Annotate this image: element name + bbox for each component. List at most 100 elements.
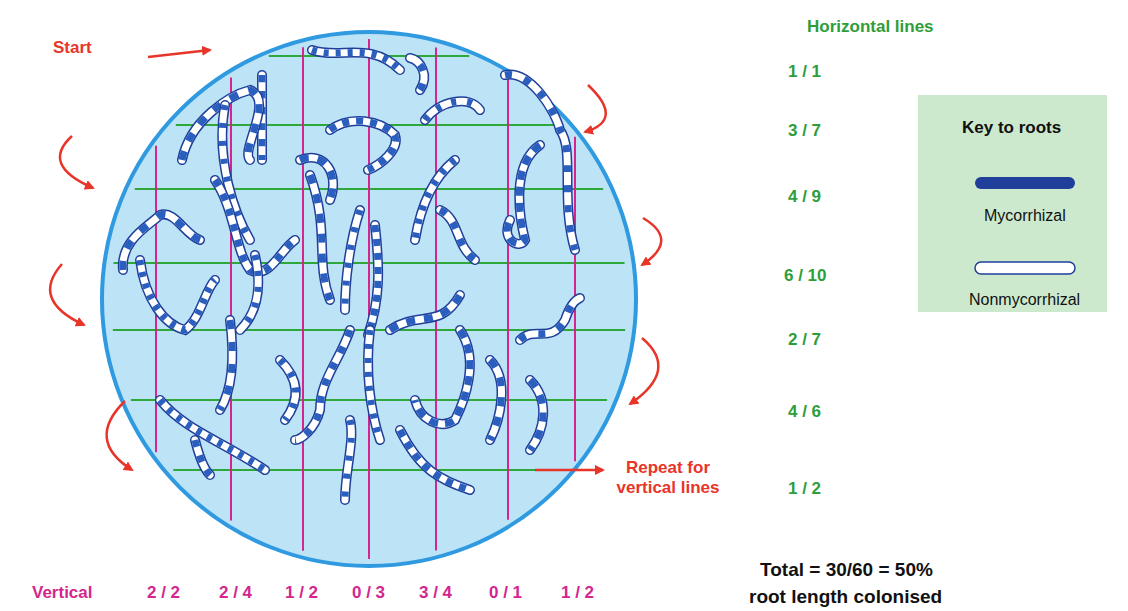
petri-dish bbox=[102, 32, 636, 566]
root-segment bbox=[520, 298, 580, 340]
root-segment bbox=[160, 400, 265, 470]
count-label: 1 / 2 bbox=[285, 583, 318, 603]
root-segment bbox=[295, 330, 350, 440]
key-box bbox=[918, 95, 1107, 312]
root-segment bbox=[345, 210, 360, 310]
root-segment bbox=[195, 440, 210, 475]
count-label: 4 / 9 bbox=[788, 187, 821, 207]
grid-lines bbox=[113, 39, 625, 559]
count-label: 1 / 1 bbox=[788, 62, 821, 82]
root-segment bbox=[345, 210, 360, 310]
root-segment bbox=[530, 380, 543, 450]
root-segment bbox=[530, 380, 543, 450]
roots bbox=[123, 50, 580, 500]
root-segment bbox=[425, 101, 480, 120]
root-segment bbox=[368, 330, 380, 440]
root-segment bbox=[368, 225, 378, 335]
root-segment bbox=[400, 430, 470, 490]
root-segment bbox=[220, 320, 232, 410]
root-segment bbox=[530, 380, 543, 450]
root-segment bbox=[490, 360, 502, 440]
axis-heading: Horizontal lines bbox=[807, 17, 934, 37]
root-segment bbox=[415, 160, 455, 240]
root-segment bbox=[507, 145, 540, 244]
root-segment bbox=[312, 50, 400, 70]
root-segment bbox=[490, 360, 502, 440]
axis-heading: Vertical bbox=[32, 583, 93, 603]
root-segment bbox=[505, 75, 575, 250]
root-segment bbox=[220, 320, 232, 410]
root-segment bbox=[140, 260, 215, 330]
root-segment bbox=[507, 145, 540, 244]
count-label: 6 / 10 bbox=[784, 266, 827, 286]
count-label: 4 / 6 bbox=[788, 402, 821, 422]
count-label: 3 / 7 bbox=[788, 121, 821, 141]
count-label: 0 / 1 bbox=[489, 583, 522, 603]
root-segment bbox=[123, 214, 200, 270]
root-segment bbox=[415, 330, 470, 424]
root-segment bbox=[280, 360, 296, 420]
root-segment bbox=[220, 320, 232, 410]
root-segment bbox=[507, 145, 540, 244]
root-segment bbox=[312, 50, 400, 70]
root-segment bbox=[368, 225, 378, 335]
root-segment bbox=[160, 400, 265, 470]
count-label: 0 / 3 bbox=[352, 583, 385, 603]
root-segment bbox=[410, 58, 424, 90]
root-segment bbox=[240, 255, 258, 330]
root-segment bbox=[123, 214, 200, 270]
result-text: Total = 30/60 = 50% bbox=[760, 559, 933, 581]
root-segment bbox=[440, 210, 475, 260]
instruction-label: Repeat for vertical lines bbox=[603, 458, 733, 497]
root-segment bbox=[390, 295, 460, 330]
root-segment bbox=[410, 58, 424, 90]
root-segment bbox=[345, 420, 351, 500]
root-segment bbox=[310, 175, 330, 300]
root-segment bbox=[295, 330, 350, 440]
root-segment bbox=[280, 360, 296, 420]
root-segment bbox=[310, 175, 330, 300]
direction-arrows bbox=[50, 50, 661, 470]
root-segment bbox=[330, 121, 396, 170]
count-label: 3 / 4 bbox=[419, 583, 452, 603]
root-segment bbox=[140, 260, 215, 330]
root-segment bbox=[440, 210, 475, 260]
root-segment bbox=[195, 440, 210, 475]
nonmycorrhizal-sample bbox=[975, 262, 1075, 274]
root-segment bbox=[400, 430, 470, 490]
root-segment bbox=[415, 160, 455, 240]
root-segment bbox=[312, 50, 400, 70]
legend-text: Nonmycorrhizal bbox=[969, 291, 1080, 309]
result-text: root length colonised bbox=[749, 586, 942, 608]
count-label: 1 / 2 bbox=[788, 479, 821, 499]
legend-text: Mycorrhizal bbox=[984, 207, 1066, 225]
root-segment bbox=[330, 121, 396, 170]
root-segment bbox=[410, 58, 424, 90]
root-segment bbox=[415, 330, 470, 424]
root-segment bbox=[390, 295, 460, 330]
root-segment bbox=[345, 420, 351, 500]
root-segment bbox=[400, 430, 470, 490]
root-segment bbox=[368, 330, 380, 440]
root-segment bbox=[345, 210, 360, 310]
vertical-grid-line bbox=[302, 47, 304, 550]
count-label: 2 / 7 bbox=[788, 330, 821, 350]
root-segment bbox=[425, 101, 480, 120]
root-segment bbox=[280, 360, 296, 420]
root-segment bbox=[368, 330, 380, 440]
root-segment bbox=[390, 295, 460, 330]
count-label: 2 / 2 bbox=[147, 583, 180, 603]
root-segment bbox=[123, 214, 200, 270]
instruction-label: Start bbox=[53, 38, 92, 58]
count-label: 2 / 4 bbox=[219, 583, 252, 603]
root-segment bbox=[368, 225, 378, 335]
root-segment bbox=[330, 121, 396, 170]
legend-swatch bbox=[975, 177, 1075, 189]
root-segment bbox=[415, 330, 470, 424]
root-segment bbox=[425, 101, 480, 120]
root-segment bbox=[490, 360, 502, 440]
root-segment bbox=[140, 260, 215, 330]
root-segment bbox=[520, 298, 580, 340]
root-segment bbox=[310, 175, 330, 300]
key-heading: Key to roots bbox=[962, 118, 1061, 138]
